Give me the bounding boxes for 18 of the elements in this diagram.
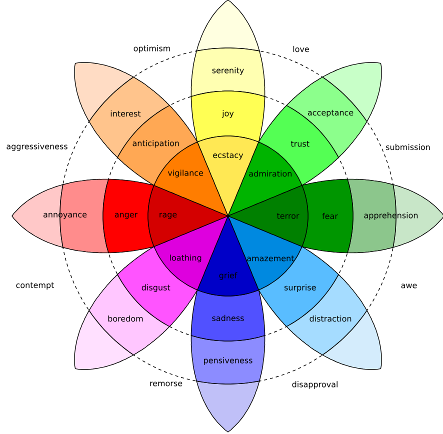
petal-band: pensiveness [190,335,266,384]
dyad-label: contempt [16,282,54,290]
dyad-label: love [293,46,309,52]
petal-tip [196,380,260,432]
petal-band: joy [190,90,266,142]
petal-tip [196,0,260,52]
petal-band: fear [302,178,354,254]
dyad-label: remorse [150,382,182,386]
petal-band: rage [148,185,228,247]
dyad-label: disapproval [292,381,338,389]
petal-band: terror [228,185,308,247]
dyad-label: awe [401,284,417,288]
petal-band: anger [102,178,154,254]
dyad-label: submission [386,144,430,150]
petal-band: serenity [190,48,266,97]
petal-band: sadness [190,290,266,342]
dyad-label: optimism [134,45,170,53]
dyad-label: aggressiveness [6,143,68,151]
